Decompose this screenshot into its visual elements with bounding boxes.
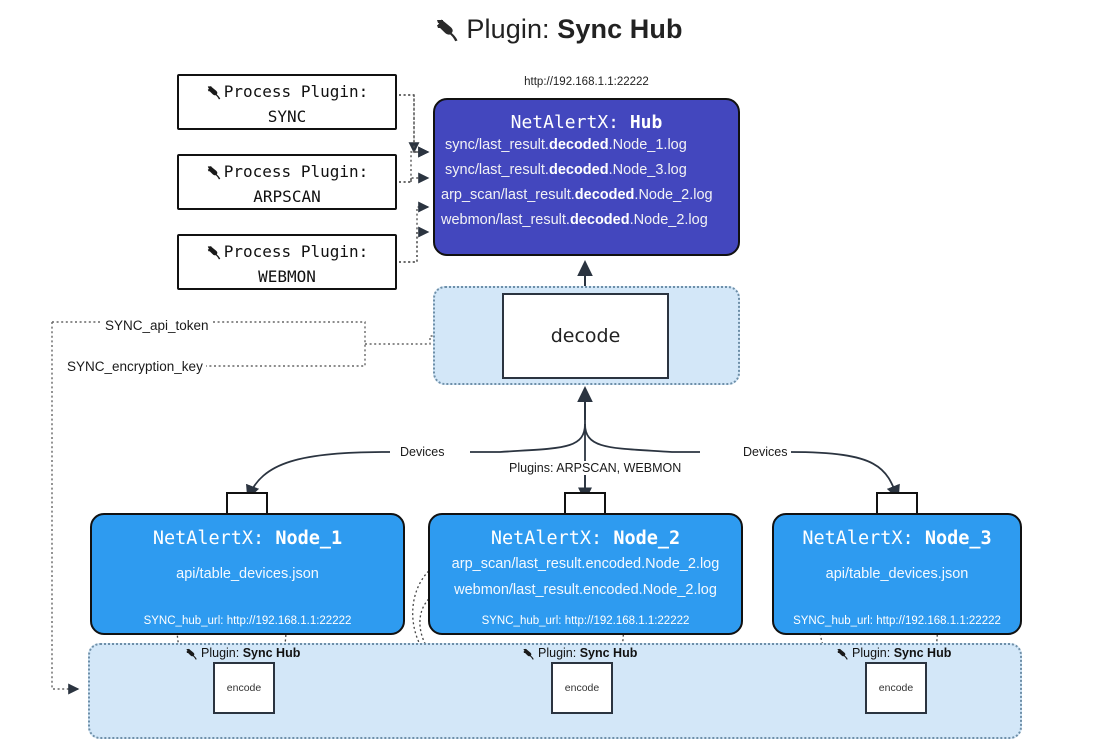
plug-icon — [836, 648, 850, 663]
process-plugin-arpscan-title: Process Plugin: — [223, 162, 369, 181]
node-3-lines: api/table_devices.json — [774, 561, 1020, 587]
encode-box-node-2[interactable]: encode — [551, 662, 613, 714]
hub-box[interactable]: NetAlertX: Hub sync/last_result.decoded.… — [433, 98, 740, 256]
hub-log-3-pre: webmon/last_result. — [441, 212, 570, 228]
hub-title: NetAlertX: Hub — [435, 112, 738, 133]
hub-log-3-bold: decoded — [569, 212, 630, 228]
label-sync-api-token: SYNC_api_token — [102, 318, 212, 333]
node-2-title: NetAlertX: Node_2 — [430, 528, 741, 549]
node-3-title-prefix: NetAlertX: — [802, 528, 925, 549]
hub-title-name: Hub — [629, 112, 663, 133]
hub-log-line: webmon/last_result.decoded.Node_2.log — [435, 208, 738, 233]
edge-label-plugins: Plugins: ARPSCAN, WEBMON — [505, 461, 686, 475]
node-2-line: arp_scan/last_result.encoded.Node_2.log — [451, 556, 720, 572]
hub-log-1-pre: sync/last_result. — [445, 162, 549, 178]
node-3-title-name: Node_3 — [924, 528, 992, 549]
decode-box[interactable]: decode — [502, 293, 669, 379]
process-plugin-webmon-line1: Process Plugin: — [179, 241, 395, 266]
plugin-caption-2-lead: Plugin: — [538, 646, 580, 660]
hub-log-2-bold: decoded — [574, 187, 635, 203]
process-plugin-arpscan-name: ARPSCAN — [253, 187, 321, 206]
hub-log-0-pre: sync/last_result. — [445, 137, 549, 153]
process-plugin-arpscan-line1: Process Plugin: — [179, 161, 395, 186]
hub-title-prefix: NetAlertX: — [510, 112, 630, 133]
process-plugin-sync-line1: Process Plugin: — [179, 81, 395, 106]
hub-log-line: sync/last_result.decoded.Node_1.log — [435, 133, 738, 158]
hub-log-line: arp_scan/last_result.decoded.Node_2.log — [435, 183, 738, 208]
label-sync-encryption-key: SYNC_encryption_key — [64, 359, 206, 374]
process-plugin-box-arpscan[interactable]: Process Plugin: ARPSCAN — [177, 154, 397, 210]
edge-label-devices-right: Devices — [739, 445, 792, 459]
node-box-node-2[interactable]: NetAlertX: Node_2 arp_scan/last_result.e… — [428, 513, 743, 635]
hub-url-caption: http://192.168.1.1:22222 — [524, 76, 649, 88]
plugin-caption-node-2: Plugin: Sync Hub — [522, 646, 637, 663]
plugin-caption-3-lead: Plugin: — [852, 646, 894, 660]
node-3-hub-url: SYNC_hub_url: http://192.168.1.1:22222 — [793, 615, 1001, 627]
page-title: Plugin: Sync Hub — [0, 14, 1117, 49]
node-1-title-prefix: NetAlertX: — [152, 528, 276, 549]
hub-log-1-bold: decoded — [548, 162, 609, 178]
node-1-line: api/table_devices.json — [176, 566, 319, 582]
hub-log-2-pre: arp_scan/last_result. — [441, 187, 575, 203]
node-2-hub-url: SYNC_hub_url: http://192.168.1.1:22222 — [481, 615, 690, 627]
hub-log-3-post: .Node_2.log — [629, 212, 708, 228]
plugin-caption-1-bold: Sync Hub — [242, 646, 301, 660]
node-2-lines: arp_scan/last_result.encoded.Node_2.log … — [430, 551, 741, 603]
plugin-caption-node-3: Plugin: Sync Hub — [836, 646, 951, 663]
process-plugin-sync-name: SYNC — [267, 107, 307, 126]
node-3-title: NetAlertX: Node_3 — [774, 528, 1020, 549]
process-plugin-sync-title: Process Plugin: — [223, 82, 369, 101]
process-plugin-webmon-title: Process Plugin: — [223, 242, 369, 261]
node-box-node-1[interactable]: NetAlertX: Node_1 api/table_devices.json… — [90, 513, 405, 635]
hub-log-0-bold: decoded — [548, 137, 609, 153]
node-2-line: webmon/last_result.encoded.Node_2.log — [454, 582, 717, 598]
node-box-node-3[interactable]: NetAlertX: Node_3 api/table_devices.json… — [772, 513, 1022, 635]
plugin-caption-3-bold: Sync Hub — [893, 646, 952, 660]
plugin-caption-2-bold: Sync Hub — [579, 646, 638, 660]
node-1-title-name: Node_1 — [275, 528, 343, 549]
page-title-bold: Sync Hub — [557, 14, 683, 44]
process-plugin-box-webmon[interactable]: Process Plugin: WEBMON — [177, 234, 397, 290]
hub-log-2-post: .Node_2.log — [634, 187, 713, 203]
plug-icon — [185, 648, 199, 663]
node-1-lines: api/table_devices.json — [92, 561, 403, 587]
plug-icon — [206, 164, 223, 186]
process-plugin-box-sync[interactable]: Process Plugin: SYNC — [177, 74, 397, 130]
hub-log-0-post: .Node_1.log — [608, 137, 687, 153]
plug-icon — [206, 84, 223, 106]
edge-label-devices-left: Devices — [396, 445, 449, 459]
hub-log-1-post: .Node_3.log — [608, 162, 687, 178]
encode-box-node-1[interactable]: encode — [213, 662, 275, 714]
node-3-line: api/table_devices.json — [825, 566, 969, 582]
hub-log-line: sync/last_result.decoded.Node_3.log — [435, 158, 738, 183]
plug-icon — [206, 244, 223, 266]
node-2-title-name: Node_2 — [613, 528, 681, 549]
node-1-title: NetAlertX: Node_1 — [92, 528, 403, 549]
node-2-title-prefix: NetAlertX: — [490, 528, 614, 549]
plug-icon — [522, 648, 536, 663]
node-1-hub-url: SYNC_hub_url: http://192.168.1.1:22222 — [143, 615, 352, 627]
plug-icon — [434, 18, 462, 49]
process-plugin-webmon-name: WEBMON — [258, 267, 316, 286]
plugin-caption-1-lead: Plugin: — [201, 646, 243, 660]
page-title-lead: Plugin: — [466, 14, 558, 44]
plugin-caption-node-1: Plugin: Sync Hub — [185, 646, 300, 663]
encode-box-node-3[interactable]: encode — [865, 662, 927, 714]
